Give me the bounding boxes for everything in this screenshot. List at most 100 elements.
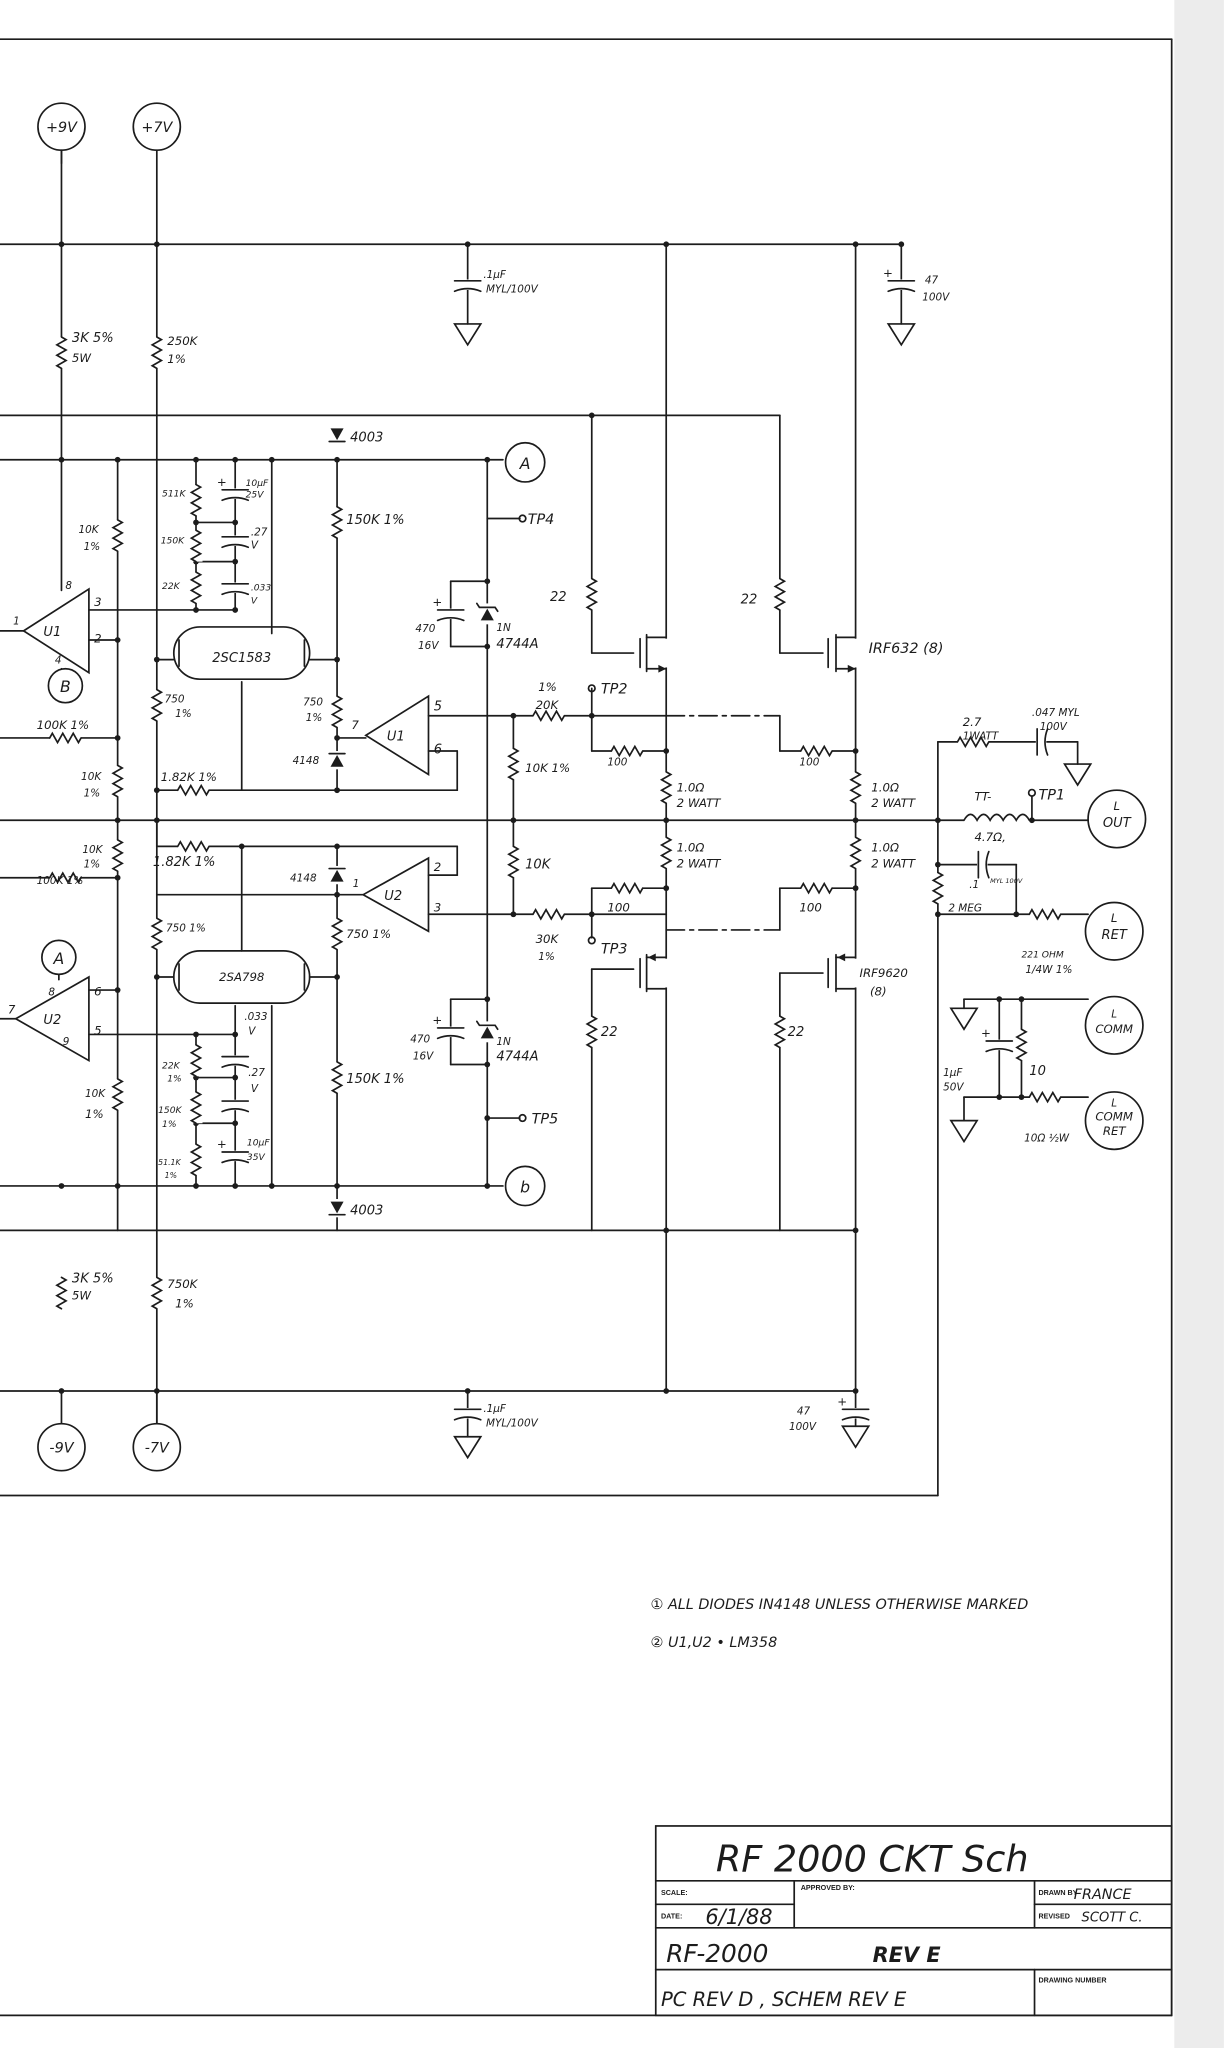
test-point-icon	[1027, 788, 1037, 797]
label-r-1ohm-a: 1.0Ω	[677, 781, 705, 795]
junction-dot	[935, 911, 941, 918]
label-r-750k: 1%	[175, 1296, 194, 1310]
label-r-3k-bot: 5W	[72, 1289, 91, 1303]
junction-dot	[114, 456, 121, 463]
test-point-icon	[518, 514, 527, 523]
label-c-047: .047 MYL	[1032, 707, 1080, 719]
junction-dot	[484, 578, 491, 585]
ground-icon	[1063, 763, 1093, 787]
label-r-22-c: 22	[601, 1025, 618, 1040]
label-r-1ohm-d: 2 WATT	[871, 856, 916, 870]
resistor	[189, 529, 203, 563]
title-block: RF 2000 CKT Sch SCALE: APPROVED BY: DRAW…	[654, 1825, 1173, 2017]
label-r-750-b: 750	[303, 696, 323, 708]
resistor	[55, 336, 68, 370]
label-r-1ohm-c: 1.0Ω	[677, 841, 705, 855]
junction-dot	[334, 656, 340, 663]
label-u1-b-pins: 5	[434, 700, 442, 715]
label-r-250k: 250K	[167, 334, 198, 348]
note-1: ① ALL DIODES IN4148 UNLESS OTHERWISE MAR…	[651, 1597, 1029, 1613]
label-cap-470-b: 470	[410, 1033, 430, 1045]
label-c-033-a: .033	[251, 583, 272, 593]
junction-dot	[663, 817, 670, 824]
resistor	[799, 744, 833, 758]
resistor	[956, 735, 990, 749]
mask	[886, 279, 916, 290]
zener-diode	[475, 602, 499, 613]
junction-dot	[1018, 996, 1025, 1003]
junction-dot	[663, 1388, 670, 1394]
label-q-irf632: IRF632 (8)	[869, 641, 944, 657]
junction-dot	[663, 1227, 670, 1234]
label-c-01: MYL 100V	[990, 877, 1023, 885]
junction-dot	[663, 241, 670, 248]
label-c-27-b: V	[251, 1083, 259, 1095]
resistor	[150, 1276, 164, 1310]
resistor	[48, 871, 82, 884]
junction-dot	[852, 748, 859, 754]
label-r-10k-a: 10K	[78, 524, 99, 536]
junction-dot	[510, 911, 517, 918]
label-r-1ohm-d: 1.0Ω	[871, 841, 899, 855]
opamp-u2	[14, 975, 90, 1063]
label-conn-a-top: A	[519, 454, 531, 473]
resistor	[330, 695, 344, 729]
label-c-033-b: V	[248, 1025, 256, 1037]
label-r-22k-a: 22K	[162, 582, 181, 592]
mask	[841, 1408, 870, 1419]
label-r-22-b: 22	[741, 592, 758, 607]
junction-dot	[484, 1115, 491, 1121]
junction-dot	[484, 1061, 491, 1068]
resistor	[111, 764, 124, 798]
label-r-10k-d: 10K	[82, 844, 103, 856]
junction-dot	[153, 241, 160, 248]
label-r-100-b: 100	[799, 756, 819, 768]
junction-dot	[114, 1183, 121, 1189]
opamp-u2	[361, 856, 430, 933]
label-r-10ohm: 10Ω ½W	[1024, 1133, 1070, 1145]
resistor	[1015, 1028, 1028, 1062]
diode-4003	[330, 1201, 344, 1214]
junction-dot	[1013, 911, 1020, 918]
label-r-30k: 1%	[538, 951, 555, 963]
label-conn-lout: L	[1114, 799, 1121, 813]
label-u2-a-pins: 1	[353, 878, 360, 890]
capacitor	[436, 1034, 465, 1040]
capacitor	[453, 1416, 482, 1421]
label-conn-b-top: B	[60, 677, 71, 696]
mask	[453, 1408, 483, 1419]
label-r-10k-b: 10K	[81, 771, 102, 783]
capacitor	[221, 496, 250, 502]
junction-dot	[334, 843, 340, 850]
revised-label: REVISED	[1038, 1913, 1070, 1921]
label-conn-lcommret: RET	[1103, 1124, 1127, 1138]
label-r-750-a: 750	[165, 694, 185, 706]
resistor	[48, 731, 82, 745]
resistor	[659, 836, 673, 870]
junction-dot	[334, 1183, 340, 1189]
label-r-221: 1/4W 1%	[1025, 964, 1072, 976]
mask	[220, 1055, 250, 1066]
junction-dot	[852, 1227, 859, 1234]
label-r-250k: 1%	[167, 352, 186, 366]
label-u1-a-pins: 3	[94, 595, 101, 609]
label-q-pair-b: 2SA798	[219, 970, 264, 984]
mask	[453, 279, 483, 290]
junction-dot	[510, 817, 517, 824]
drawn-by-value: FRANCE	[1074, 1887, 1133, 1903]
label-q-irf9620: (8)	[870, 984, 887, 998]
label-zener-a: 1N	[496, 622, 511, 634]
resistor	[111, 1078, 124, 1112]
arrow	[837, 953, 846, 962]
capacitor	[221, 1108, 250, 1113]
diode-4148	[330, 754, 344, 767]
label-rail-neg7: -7V	[145, 1440, 170, 1456]
resistor	[773, 1015, 787, 1049]
label-r-10k-f: 1%	[85, 1107, 104, 1121]
transistor-pair-2sa798	[172, 950, 311, 1004]
label-cap-top-b: 100V	[922, 291, 950, 303]
label-c-033-b: .033	[244, 1011, 267, 1023]
capacitor	[1044, 727, 1049, 756]
junction-dot	[153, 787, 160, 794]
capacitor	[887, 287, 916, 293]
